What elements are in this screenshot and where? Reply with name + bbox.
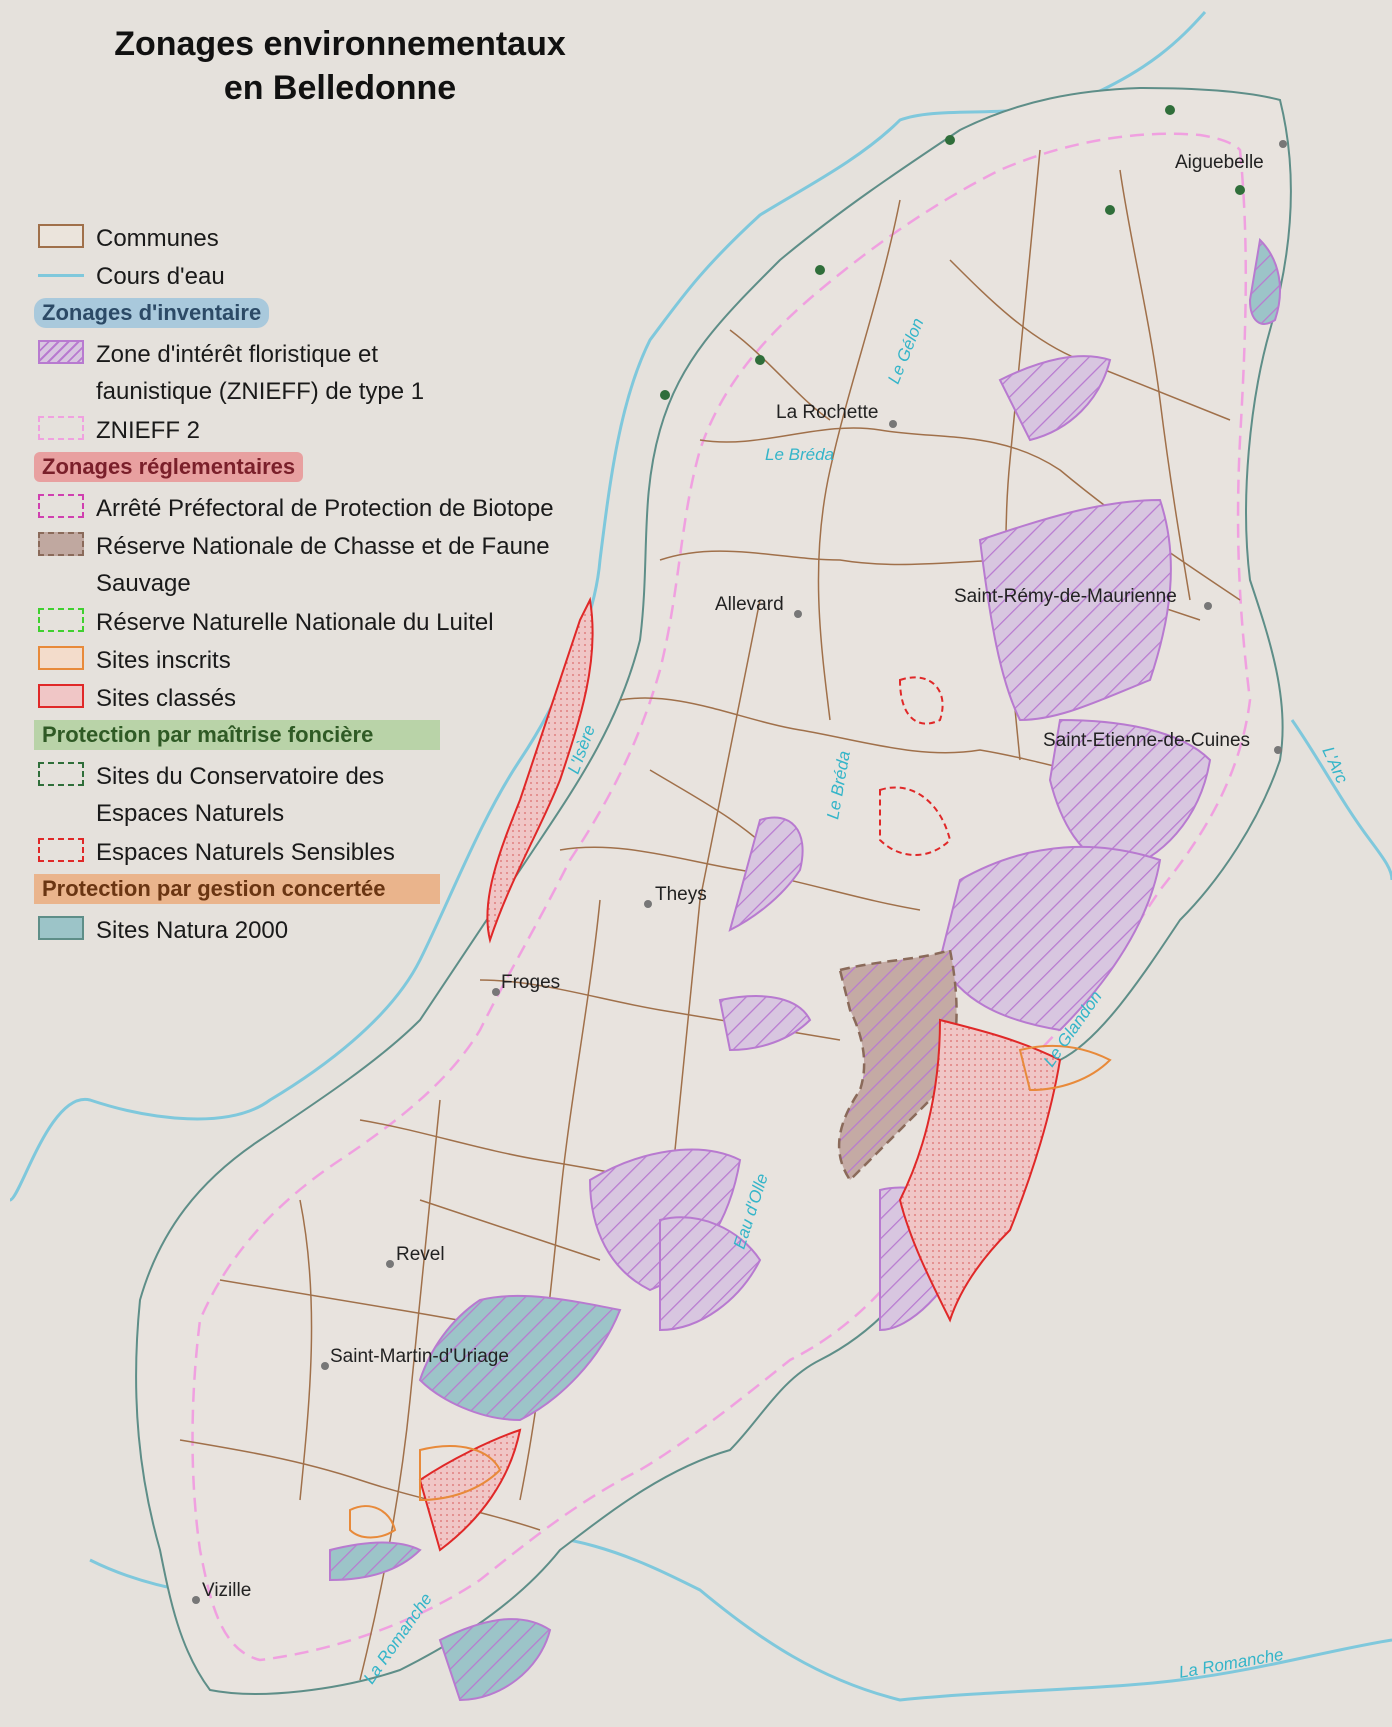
- legend-znieff1: Zone d'intérêt floristique et faunistiqu…: [30, 334, 620, 410]
- sites-classes-symbol: [38, 684, 84, 708]
- rncfs-zone: [837, 948, 958, 1182]
- svg-text:Saint-Martin-d'Uriage: Saint-Martin-d'Uriage: [330, 1346, 509, 1367]
- legend-cours-eau: Cours d'eau: [30, 256, 620, 294]
- town-vizille: Vizille: [192, 1580, 251, 1604]
- legend-heading-reglementaires: Zonages réglementaires: [34, 452, 304, 482]
- znieff1-north: [998, 355, 1112, 442]
- legend-natura: Sites Natura 2000: [30, 910, 620, 948]
- rnn-symbol: [38, 608, 84, 632]
- legend-heading-gestion: Protection par gestion concertée: [34, 874, 440, 904]
- communes-symbol: [38, 224, 84, 248]
- znieff1-zones: [588, 355, 1212, 1332]
- site-classe-glandon: [898, 1018, 1062, 1323]
- svg-text:La Rochette: La Rochette: [776, 402, 878, 423]
- znieff2-boundary: [191, 132, 1252, 1662]
- legend-sites-inscrits: Sites inscrits: [30, 640, 620, 678]
- legend-communes: Communes: [30, 218, 620, 256]
- town-saint-martin: Saint-Martin-d'Uriage: [321, 1346, 509, 1370]
- site-classe-isere: [486, 596, 594, 944]
- river-arc: [1290, 719, 1392, 881]
- natura-aiguebelle: [1248, 237, 1281, 325]
- appb-symbol: [38, 494, 84, 518]
- massif-outline: [135, 86, 1292, 1695]
- svg-text:Saint-Etienne-de-Cuines: Saint-Etienne-de-Cuines: [1043, 730, 1250, 751]
- svg-text:Froges: Froges: [501, 972, 560, 993]
- natura-romanche: [438, 1618, 552, 1702]
- site-inscrit-vizille: [349, 1505, 397, 1539]
- town-saint-remy: Saint-Rémy-de-Maurienne: [954, 586, 1212, 610]
- towns: Aiguebelle La Rochette Allevard Saint-Ré…: [192, 140, 1287, 1604]
- legend-rncfs: Réserve Nationale de Chasse et de Faune …: [30, 526, 620, 602]
- river-symbol: [38, 274, 84, 277]
- ens-2: [898, 676, 944, 725]
- ens-symbol: [38, 838, 84, 862]
- znieff1-center-west: [718, 995, 812, 1052]
- sites-inscrits: [349, 1044, 1112, 1539]
- town-allevard: Allevard: [715, 594, 802, 618]
- legend-sites-classes: Sites classés: [30, 678, 620, 716]
- river-isere: [9, 11, 1207, 1202]
- legend-appb: Arrêté Préfectoral de Protection de Biot…: [30, 488, 620, 526]
- natura-vizille: [329, 1541, 422, 1582]
- legend-rnn: Réserve Naturelle Nationale du Luitel: [30, 602, 620, 640]
- town-aiguebelle: Aiguebelle: [1175, 140, 1287, 173]
- legend: Communes Cours d'eau Zonages d'inventair…: [30, 218, 620, 948]
- town-theys: Theys: [644, 884, 707, 908]
- znieff1-central: [938, 845, 1162, 1032]
- natura-symbol: [38, 916, 84, 940]
- svg-text:Aiguebelle: Aiguebelle: [1175, 152, 1264, 173]
- cen-sites: [660, 105, 1245, 400]
- label-arc: L'Arc: [1318, 744, 1352, 787]
- ens-sites: [879, 676, 952, 856]
- znieff1-saint-remy: [978, 498, 1172, 722]
- legend-cen: Sites du Conservatoire des Espaces Natur…: [30, 756, 620, 832]
- legend-heading-fonciere: Protection par maîtrise foncière: [34, 720, 440, 750]
- legend-heading-inventaire: Zonages d'inventaire: [34, 298, 270, 328]
- legend-ens: Espaces Naturels Sensibles: [30, 832, 620, 870]
- town-la-rochette: La Rochette: [776, 402, 897, 428]
- znieff2-symbol: [38, 416, 84, 440]
- znieff1-west: [659, 1216, 762, 1332]
- svg-text:Allevard: Allevard: [715, 594, 784, 615]
- znieff1-theys: [728, 816, 804, 932]
- sites-inscrits-symbol: [38, 646, 84, 670]
- znieff1-saint-etienne: [1048, 718, 1212, 872]
- natura2000-sites: [329, 237, 1281, 1702]
- svg-text:Theys: Theys: [655, 884, 707, 905]
- town-saint-etienne: Saint-Etienne-de-Cuines: [1043, 730, 1282, 754]
- rncfs-symbol: [38, 532, 84, 556]
- town-revel: Revel: [386, 1244, 445, 1268]
- label-breda-north: Le Bréda: [765, 445, 834, 464]
- cen-symbol: [38, 762, 84, 786]
- site-inscrit-glandon: [1018, 1044, 1112, 1092]
- label-romanche-east: La Romanche: [1177, 1645, 1285, 1682]
- map-title: Zonages environnementaux en Belledonne: [114, 25, 566, 107]
- town-froges: Froges: [492, 972, 560, 996]
- svg-text:Saint-Rémy-de-Maurienne: Saint-Rémy-de-Maurienne: [954, 586, 1177, 607]
- natura-uriage: [418, 1294, 622, 1422]
- svg-text:Vizille: Vizille: [202, 1580, 251, 1601]
- legend-znieff2: ZNIEFF 2: [30, 410, 620, 448]
- znieff1-symbol: [38, 340, 84, 364]
- site-inscrit-uriage: [419, 1445, 502, 1502]
- svg-text:Revel: Revel: [396, 1244, 445, 1265]
